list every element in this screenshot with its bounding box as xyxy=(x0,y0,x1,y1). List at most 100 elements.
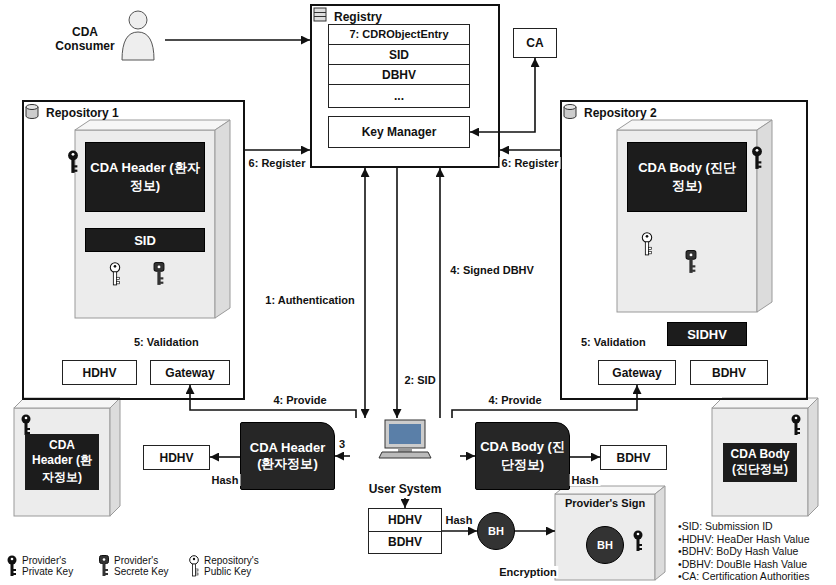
node-text: CDA Body (진단정보) xyxy=(480,438,565,474)
node-text: CDA Header (환자정보) xyxy=(245,440,330,473)
object-entry-table: 7: CDRObjectEntrySID DBHV... xyxy=(328,24,470,108)
connector-arrow xyxy=(500,149,560,151)
node-text: DBHV xyxy=(382,68,416,82)
step-label: 5: Validation xyxy=(581,336,646,348)
connector-arrow xyxy=(364,168,366,418)
person-icon xyxy=(122,11,154,60)
hash-block: SIDHV xyxy=(667,322,747,346)
abbreviation-note: •DBHV: DouBle Hash Value xyxy=(678,558,807,570)
document-block: CDA Body (진단정보) xyxy=(627,142,747,212)
document-cube: CDA Body (진단정보) xyxy=(712,408,808,516)
abbreviation-note: •SID: Submission ID xyxy=(678,520,773,532)
id-block: SID xyxy=(85,228,205,252)
registry-box: Registry7: CDRObjectEntrySID DBHV... Key M… xyxy=(310,4,500,168)
legend-text: Provider's Secrete Key xyxy=(114,555,186,577)
node-text: BDHV xyxy=(369,531,441,554)
table-row: DBHV xyxy=(329,64,469,84)
edge-label: 4: Signed DBHV xyxy=(448,264,536,276)
gateway-box: Gateway xyxy=(150,360,230,385)
node-text: BH xyxy=(597,539,613,551)
node-text: Key Manager xyxy=(362,125,437,139)
connector-arrow xyxy=(439,168,441,418)
database-icon xyxy=(26,105,38,119)
edge-label: 3 xyxy=(337,438,347,450)
node-text: SIDHV xyxy=(687,327,727,342)
step-label: 5: Validation xyxy=(134,336,199,348)
connector-arrow xyxy=(165,39,310,41)
heading-text: Repository 2 xyxy=(562,102,806,120)
node-text: CDA Body (진단정보) xyxy=(632,159,742,195)
node-text: SID xyxy=(134,233,156,248)
legend-key-symbol xyxy=(8,556,199,577)
node-text: CDA Header (환자정보) xyxy=(25,434,100,490)
connector-arrow xyxy=(190,385,356,418)
edge-label: Encryption xyxy=(497,566,558,578)
hash-circle: BH xyxy=(586,526,624,564)
repository-cube xyxy=(617,120,772,312)
document-cube xyxy=(14,398,120,516)
document-shape: CDA Header (환자정보) xyxy=(240,422,335,490)
registry-icon xyxy=(314,8,326,21)
connector-arrow xyxy=(570,456,600,458)
node-text: CDA Consumer xyxy=(55,25,115,53)
connector-arrow xyxy=(210,456,240,458)
authority-box: CA xyxy=(513,28,557,58)
edge-label: 4: Provide xyxy=(271,394,328,406)
abbreviation-note: •BDHV: BoDy Hash Value xyxy=(678,545,798,557)
table-row: ... xyxy=(329,84,469,106)
heading-text: 7: CDRObjectEntry xyxy=(329,25,469,40)
table-row: SID xyxy=(329,44,469,64)
hash-box: HDHV xyxy=(62,360,137,385)
node-text: BH xyxy=(488,525,504,537)
node-text: SID xyxy=(389,48,409,62)
connector-arrow xyxy=(452,385,637,418)
connector-arrow xyxy=(460,455,475,457)
connector-arrow xyxy=(404,498,406,508)
node-text: CA xyxy=(526,36,543,50)
edge-label: Hash xyxy=(210,474,241,486)
node-text: HDHV xyxy=(159,451,193,465)
hash-box: HDHV xyxy=(143,445,210,470)
edge-label: 6: Register xyxy=(500,157,561,169)
document-cube: CDA Header (환자정보) xyxy=(14,408,110,516)
node-text: Gateway xyxy=(165,366,214,380)
actor: CDA Consumer xyxy=(55,8,165,70)
connector-arrow xyxy=(470,58,535,132)
node-text: ... xyxy=(394,89,404,103)
hash-stack: HDHVBDHV xyxy=(368,508,442,554)
abbreviation-note: •HDHV: HeaDer Hash Value xyxy=(678,533,809,545)
signature-cube: Provider's SignBH xyxy=(555,494,655,580)
edge-label: Hash xyxy=(444,514,475,526)
document-cube xyxy=(712,398,818,516)
node-text: CDA Body (진단정보) xyxy=(723,443,798,482)
connector-arrow xyxy=(245,149,310,151)
node-text: HDHV xyxy=(82,366,116,380)
connector-arrow xyxy=(396,168,398,418)
heading-text: Registry xyxy=(312,6,498,24)
gateway-box: Gateway xyxy=(598,360,676,385)
legend-text: Provider's Private Key xyxy=(22,555,94,577)
connector-arrow xyxy=(335,455,350,457)
edge-label: Hash xyxy=(570,474,601,486)
node-text: HDHV xyxy=(369,509,441,531)
heading-text: Repository 1 xyxy=(24,102,243,120)
node-text: BDHV xyxy=(712,366,746,380)
edge-label: 4: Provide xyxy=(486,394,543,406)
repository-cube xyxy=(75,120,230,318)
abbreviation-note: •CA: Certification Authorities xyxy=(678,570,809,582)
connector-arrow xyxy=(442,530,477,532)
repository-box: Repository 2 CDA Body (진단정보) SIDHV Gateway B… xyxy=(560,100,808,400)
edge-label: 1: Authentication xyxy=(263,294,356,306)
document-shape: CDA Body (진단정보) xyxy=(475,422,570,490)
edge-label: 6: Register xyxy=(247,157,308,169)
document-block: CDA Header (환자정보) xyxy=(85,142,205,212)
connector-arrow xyxy=(515,530,555,532)
database-icon xyxy=(564,105,576,119)
node-text: BDHV xyxy=(616,451,650,465)
edge-label: 2: SID xyxy=(402,374,437,386)
node-text: User System xyxy=(369,482,442,498)
hash-box: BDHV xyxy=(690,360,768,385)
hash-box: BDHV xyxy=(600,445,667,470)
heading-text: Provider's Sign xyxy=(555,494,655,509)
